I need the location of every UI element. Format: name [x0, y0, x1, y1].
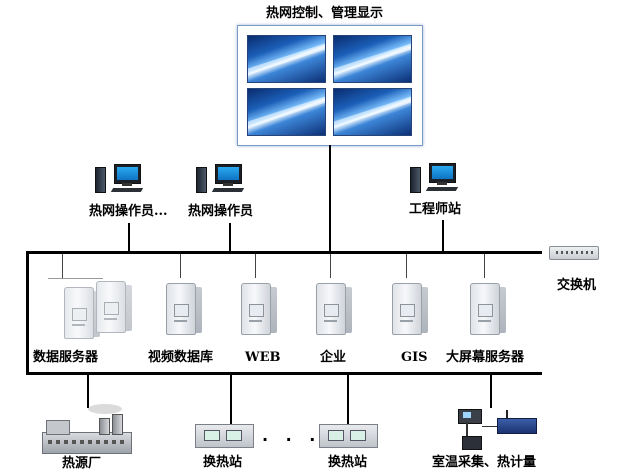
network-bus-bottom: [26, 372, 542, 375]
enterprise-server: [316, 283, 352, 335]
video-wall-title: 热网控制、管理显示: [266, 6, 384, 21]
heat-station-1-label: 换热站: [203, 455, 243, 470]
data-server-label: 数据服务器: [33, 350, 99, 365]
network-bus-top: [26, 251, 542, 254]
operator-label-1: 热网操作员...: [89, 204, 168, 219]
metering-connector: [490, 375, 492, 408]
station-2-connector: [347, 375, 349, 425]
gis-label: GIS: [401, 350, 428, 365]
big-screen-server: [470, 283, 506, 335]
enterprise-label: 企业: [320, 350, 347, 365]
video-db-server: [166, 283, 202, 335]
drop-line: [406, 254, 407, 278]
drop-line: [330, 254, 331, 278]
drop-line: [255, 254, 256, 278]
operator-2-connector: [229, 223, 231, 252]
gis-server: [392, 283, 428, 335]
heat-station-2-label: 换热站: [328, 455, 368, 470]
wall-screen: [333, 88, 412, 136]
web-label: WEB: [245, 350, 281, 365]
metering-label: 室温采集、热计量: [432, 455, 537, 470]
station-1-connector: [230, 375, 232, 425]
network-bus-left: [26, 251, 29, 375]
engineer-label: 工程师站: [409, 202, 462, 217]
video-wall: [237, 25, 423, 146]
switch-label: 交换机: [557, 278, 597, 293]
drop-line: [180, 254, 181, 278]
wall-screen: [247, 35, 326, 83]
wall-connector: [329, 145, 331, 252]
engineer-connector: [442, 220, 444, 252]
plant-connector: [87, 375, 89, 408]
operator-1-connector: [128, 223, 130, 252]
video-db-label: 视频数据库: [148, 350, 214, 365]
drop-line: [484, 254, 485, 278]
heat-station-1-icon: [195, 424, 254, 448]
operator-label-2: 热网操作员: [188, 204, 254, 219]
wall-screen: [247, 88, 326, 136]
big-screen-label: 大屏幕服务器: [446, 350, 525, 365]
heat-station-2-icon: [319, 424, 378, 448]
network-switch: [549, 246, 599, 260]
drop-line: [62, 254, 63, 278]
wall-screen: [333, 35, 412, 83]
web-server: [241, 283, 277, 335]
heat-plant-label: 热源厂: [62, 456, 102, 471]
